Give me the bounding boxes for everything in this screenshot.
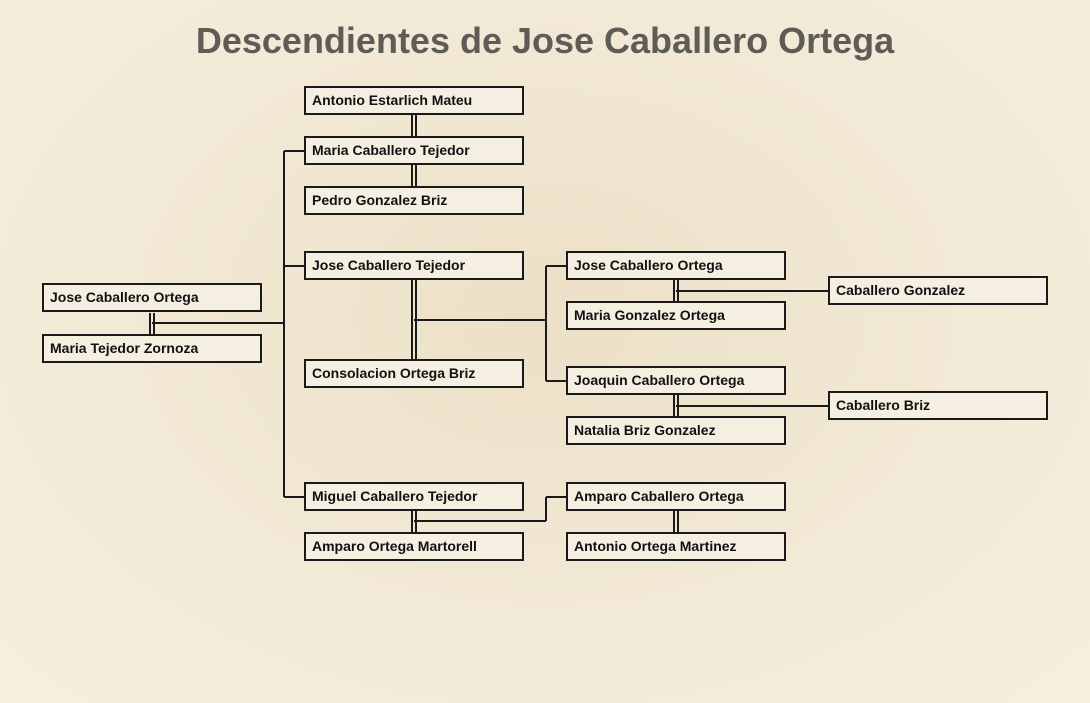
person-box: Maria Caballero Tejedor <box>304 136 524 165</box>
person-box: Antonio Ortega Martinez <box>566 532 786 561</box>
person-box: Maria Tejedor Zornoza <box>42 334 262 363</box>
person-box: Amparo Caballero Ortega <box>566 482 786 511</box>
chart-title: Descendientes de Jose Caballero Ortega <box>195 20 895 61</box>
person-box: Miguel Caballero Tejedor <box>304 482 524 511</box>
person-box: Amparo Ortega Martorell <box>304 532 524 561</box>
person-box: Jose Caballero Ortega <box>42 283 262 312</box>
person-box: Consolacion Ortega Briz <box>304 359 524 388</box>
person-box: Caballero Briz <box>828 391 1048 420</box>
person-box: Antonio Estarlich Mateu <box>304 86 524 115</box>
person-box: Joaquin Caballero Ortega <box>566 366 786 395</box>
person-box: Pedro Gonzalez Briz <box>304 186 524 215</box>
person-box: Caballero Gonzalez <box>828 276 1048 305</box>
person-box: Jose Caballero Tejedor <box>304 251 524 280</box>
person-box: Jose Caballero Ortega <box>566 251 786 280</box>
person-box: Natalia Briz Gonzalez <box>566 416 786 445</box>
person-box: Maria Gonzalez Ortega <box>566 301 786 330</box>
